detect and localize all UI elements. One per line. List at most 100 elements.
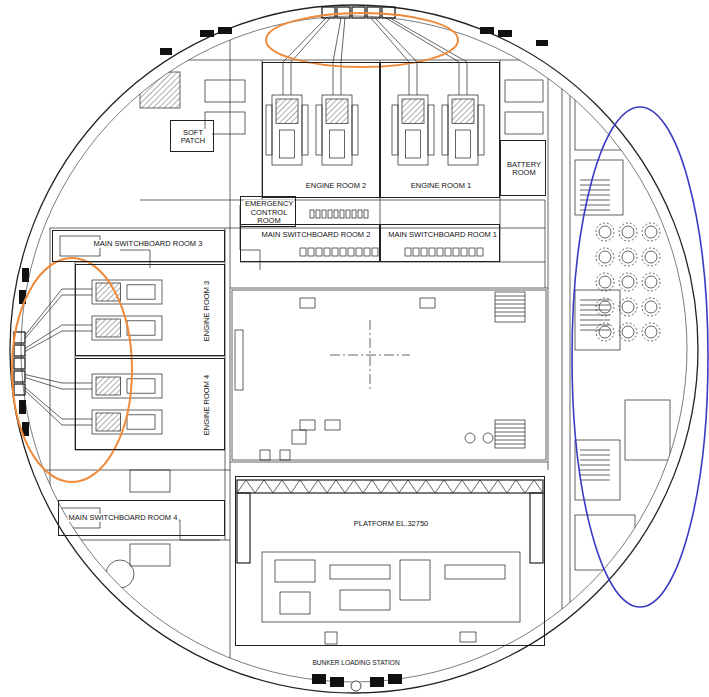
equipment-room — [505, 80, 543, 102]
mess-table — [645, 251, 657, 263]
generator-body — [127, 321, 155, 335]
life-raft — [498, 30, 512, 37]
open-deck — [232, 290, 546, 460]
exhaust-pipe — [25, 331, 92, 352]
stair-tower — [495, 420, 525, 448]
engine-block — [96, 377, 121, 395]
platform-hatch — [325, 632, 337, 644]
stair-tread — [580, 325, 610, 326]
wall-line — [230, 288, 548, 289]
deck-rail — [235, 330, 243, 390]
mess-chairs — [619, 273, 637, 291]
engine-skid — [266, 105, 272, 155]
switchboard-cabinet — [413, 248, 419, 256]
exhaust-pipe — [25, 388, 92, 420]
cabinet-row — [358, 210, 362, 218]
engine-skid — [428, 105, 434, 155]
room-box: SOFT PATCH — [170, 120, 214, 152]
stair-tower — [495, 292, 525, 322]
room-box: ENGINE ROOM 2 — [262, 62, 380, 198]
cabinet-row — [346, 210, 350, 218]
stair-tread — [580, 475, 610, 476]
wall-line — [548, 40, 549, 470]
engine-block — [452, 99, 474, 124]
wall-line — [230, 462, 548, 463]
room-box: MAIN SWITCHBOARD ROOM 2 — [240, 224, 380, 262]
mess-chairs — [642, 273, 660, 291]
engine-block — [96, 319, 121, 337]
stair-tread — [580, 470, 610, 471]
platform-hatch — [460, 632, 476, 642]
stair-tread — [495, 304, 525, 305]
room-label: MAIN SWITCHBOARD ROOM 2 — [261, 231, 372, 239]
stair-tread — [580, 320, 610, 321]
switchboard-cabinet — [477, 248, 483, 256]
cable-tray — [120, 250, 150, 268]
stair-tread — [495, 424, 525, 425]
mess-table — [645, 301, 657, 313]
life-raft — [388, 674, 402, 684]
bunker-manifold — [351, 681, 361, 691]
engine-block — [276, 99, 298, 124]
stair-tread — [580, 205, 610, 206]
exhaust-stack — [322, 7, 335, 18]
switchboard-cabinet — [356, 248, 362, 256]
switchboard-cabinet — [340, 248, 346, 256]
stair-tread — [495, 316, 525, 317]
room-box: MAIN SWITCHBOARD ROOM 4 — [58, 500, 225, 536]
room-label: BATTERY ROOM — [504, 161, 544, 178]
stair-tread — [495, 428, 525, 429]
exhaust-pipe — [25, 295, 92, 339]
life-raft — [160, 48, 172, 55]
engine-skid — [392, 105, 398, 155]
mess-chairs — [642, 298, 660, 316]
stair-tread — [580, 450, 610, 451]
mess-table — [622, 276, 634, 288]
generator-body — [280, 130, 295, 158]
life-raft — [480, 27, 494, 34]
exhaust-stack — [14, 371, 25, 382]
exhaust-pipe — [25, 289, 92, 336]
stair-tread — [580, 185, 610, 186]
exhaust-pipe — [390, 18, 467, 95]
wall-line — [545, 200, 546, 288]
deck-fitting — [292, 430, 306, 444]
switchboard-cabinet — [469, 248, 475, 256]
switchboard-cabinet — [348, 248, 354, 256]
engine-skid — [316, 105, 322, 155]
cabinet-row — [334, 210, 338, 218]
exhaust-pipe — [291, 18, 330, 95]
room-box: ENGINE ROOM 1 — [380, 62, 500, 198]
mess-chairs — [619, 298, 637, 316]
switchboard-cabinet — [445, 248, 451, 256]
exhaust-stack — [14, 358, 25, 369]
mess-chairs — [596, 298, 614, 316]
room-label: SOFT PATCH — [174, 129, 212, 146]
switchboard-cabinet — [437, 248, 443, 256]
stair-tread — [495, 296, 525, 297]
equipment-room — [505, 112, 543, 134]
generator-body — [330, 130, 345, 158]
switchboard-cabinet — [453, 248, 459, 256]
mess-table — [645, 226, 657, 238]
room-box: ENGINE ROOM 4 — [75, 358, 225, 450]
platform-equipment — [275, 560, 315, 582]
cabinet-row — [310, 210, 314, 218]
mess-table — [622, 301, 634, 313]
mess-chairs — [596, 223, 614, 241]
exhaust-pipe — [333, 18, 341, 95]
wall-line — [570, 55, 571, 645]
station-label: BUNKER LOADING STATION — [311, 659, 400, 666]
mess-chairs — [596, 323, 614, 341]
mess-table — [599, 301, 611, 313]
switchboard-cabinet — [461, 248, 467, 256]
exhaust-top — [14, 7, 467, 425]
stair-tread — [580, 480, 610, 481]
engine-outline — [92, 374, 162, 398]
hull-outline — [10, 5, 698, 693]
life-raft — [22, 268, 29, 282]
stair-tread — [580, 180, 610, 181]
cabinet-row — [364, 210, 368, 218]
exhaust-pipe — [25, 375, 92, 384]
